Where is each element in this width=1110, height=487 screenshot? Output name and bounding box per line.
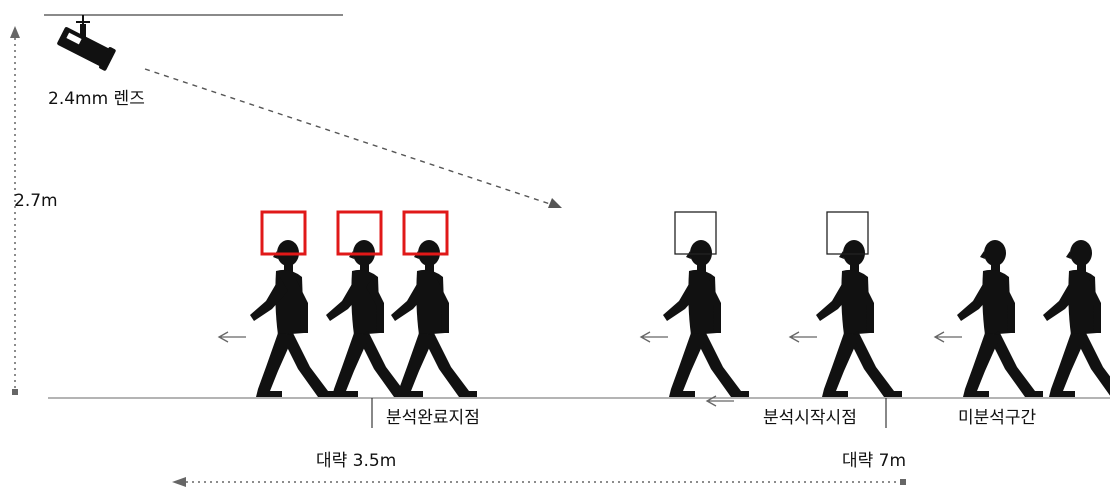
walking-person <box>391 240 477 397</box>
walking-person <box>957 240 1043 397</box>
walking-person <box>663 240 749 397</box>
walking-person <box>250 240 336 397</box>
candidate-face-box <box>826 211 869 255</box>
height-dimension-arrow <box>10 26 20 395</box>
unanalyzed-zone-label: 미분석구간 <box>958 408 1037 428</box>
camera-view-arrow <box>144 68 562 208</box>
walking-person <box>816 240 902 397</box>
left-arrow-icon <box>639 331 668 343</box>
analysis-start-label: 분석시작시점 <box>763 408 857 428</box>
cctv-camera-icon <box>57 15 116 71</box>
detected-face-box <box>336 210 383 256</box>
lens-label: 2.4mm 렌즈 <box>48 89 145 109</box>
height-label: 2.7m <box>14 191 58 211</box>
left-arrow-icon <box>705 395 734 407</box>
left-arrow-icon <box>217 331 246 343</box>
far-distance-label: 대략 7m <box>842 451 907 471</box>
analysis-end-label: 분석완료지점 <box>386 408 480 428</box>
left-arrow-icon <box>788 331 817 343</box>
walking-person <box>1043 240 1110 397</box>
walking-person <box>326 240 412 397</box>
detected-face-box <box>402 210 449 256</box>
left-arrow-icon <box>933 331 962 343</box>
distance-dimension-arrow <box>172 477 906 487</box>
detected-face-box <box>260 210 307 256</box>
candidate-face-box <box>674 211 717 255</box>
near-distance-label: 대략 3.5m <box>316 451 397 471</box>
